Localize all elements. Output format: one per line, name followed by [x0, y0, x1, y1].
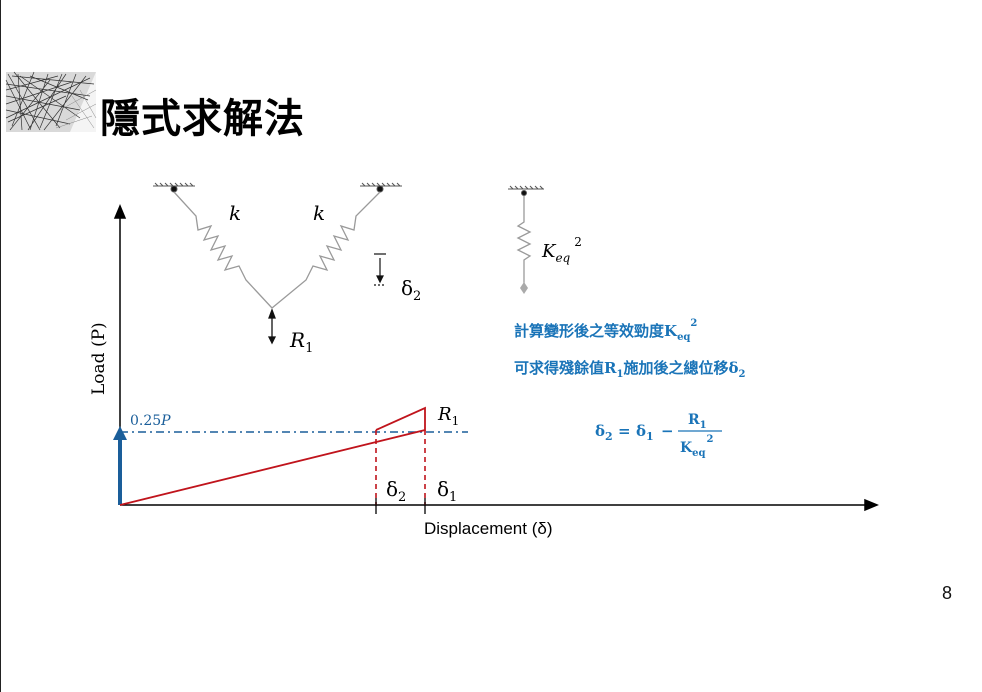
delta2-plot-label: δ2: [386, 477, 406, 505]
page-number: 8: [942, 583, 953, 603]
note-line-1: 計算變形後之等效勁度Keq 2: [514, 318, 698, 343]
svg-text:R1: R1: [688, 412, 707, 431]
spring-left: [173, 191, 273, 309]
x-axis: [120, 498, 879, 512]
note-line-1-k: K: [664, 322, 678, 340]
note-line-2-delta-sub: 2: [738, 369, 746, 380]
r1-diagram-label: R1: [289, 328, 313, 356]
load-displacement-curve: [119, 406, 426, 506]
spring-keq: [516, 196, 532, 284]
keq-label: Keq2: [541, 235, 582, 265]
note-line-1-sub: eq: [677, 332, 691, 343]
slide-title: 隱式求解法: [100, 96, 305, 142]
load-marker-label: 0.25P: [130, 413, 171, 429]
delta1-plot-label: δ1: [437, 477, 457, 505]
spring-label-left: k: [229, 201, 241, 225]
r1-plot-label: R1: [437, 404, 459, 428]
delta2-diagram-label: δ2: [401, 276, 421, 304]
delta2-equation: δ2 = δ1 − R1 Keq2: [595, 412, 722, 459]
note-line-2-r: R: [604, 359, 617, 377]
svg-text:=: =: [618, 422, 631, 440]
svg-text:Keq2: Keq2: [680, 434, 714, 459]
support-right-icon: [360, 182, 402, 193]
note-line-1-sup: 2: [690, 318, 698, 329]
slide-left-border: [0, 0, 1, 692]
note-line-2-text-b: 施加後之總位移: [623, 359, 729, 377]
r1-diagram-arrow-icon: [267, 308, 277, 345]
note-line-2-text-a: 可求得殘餘值: [514, 359, 605, 377]
svg-text:−: −: [661, 422, 674, 440]
mesh-logo-icon: [5, 71, 97, 132]
note-line-1-text: 計算變形後之等效勁度: [514, 322, 665, 340]
delta2-diagram-indicator: [374, 253, 386, 286]
spring-right: [271, 191, 381, 309]
spring-label-right: k: [313, 201, 325, 225]
load-arrow-icon: [113, 426, 127, 505]
x-axis-label: Displacement (δ): [424, 519, 553, 538]
keq-end-node-icon: [520, 282, 528, 294]
svg-text:δ2: δ2: [595, 422, 613, 443]
support-keq-icon: [508, 185, 544, 196]
note-line-2: 可求得殘餘值R1施加後之總位移δ2: [514, 357, 745, 380]
note-line-2-r-sub: 1: [616, 369, 624, 380]
note-line-2-delta: δ: [728, 359, 739, 377]
y-axis-label: Load (P): [89, 322, 109, 395]
svg-text:δ1: δ1: [636, 422, 654, 443]
support-left-icon: [153, 182, 195, 193]
